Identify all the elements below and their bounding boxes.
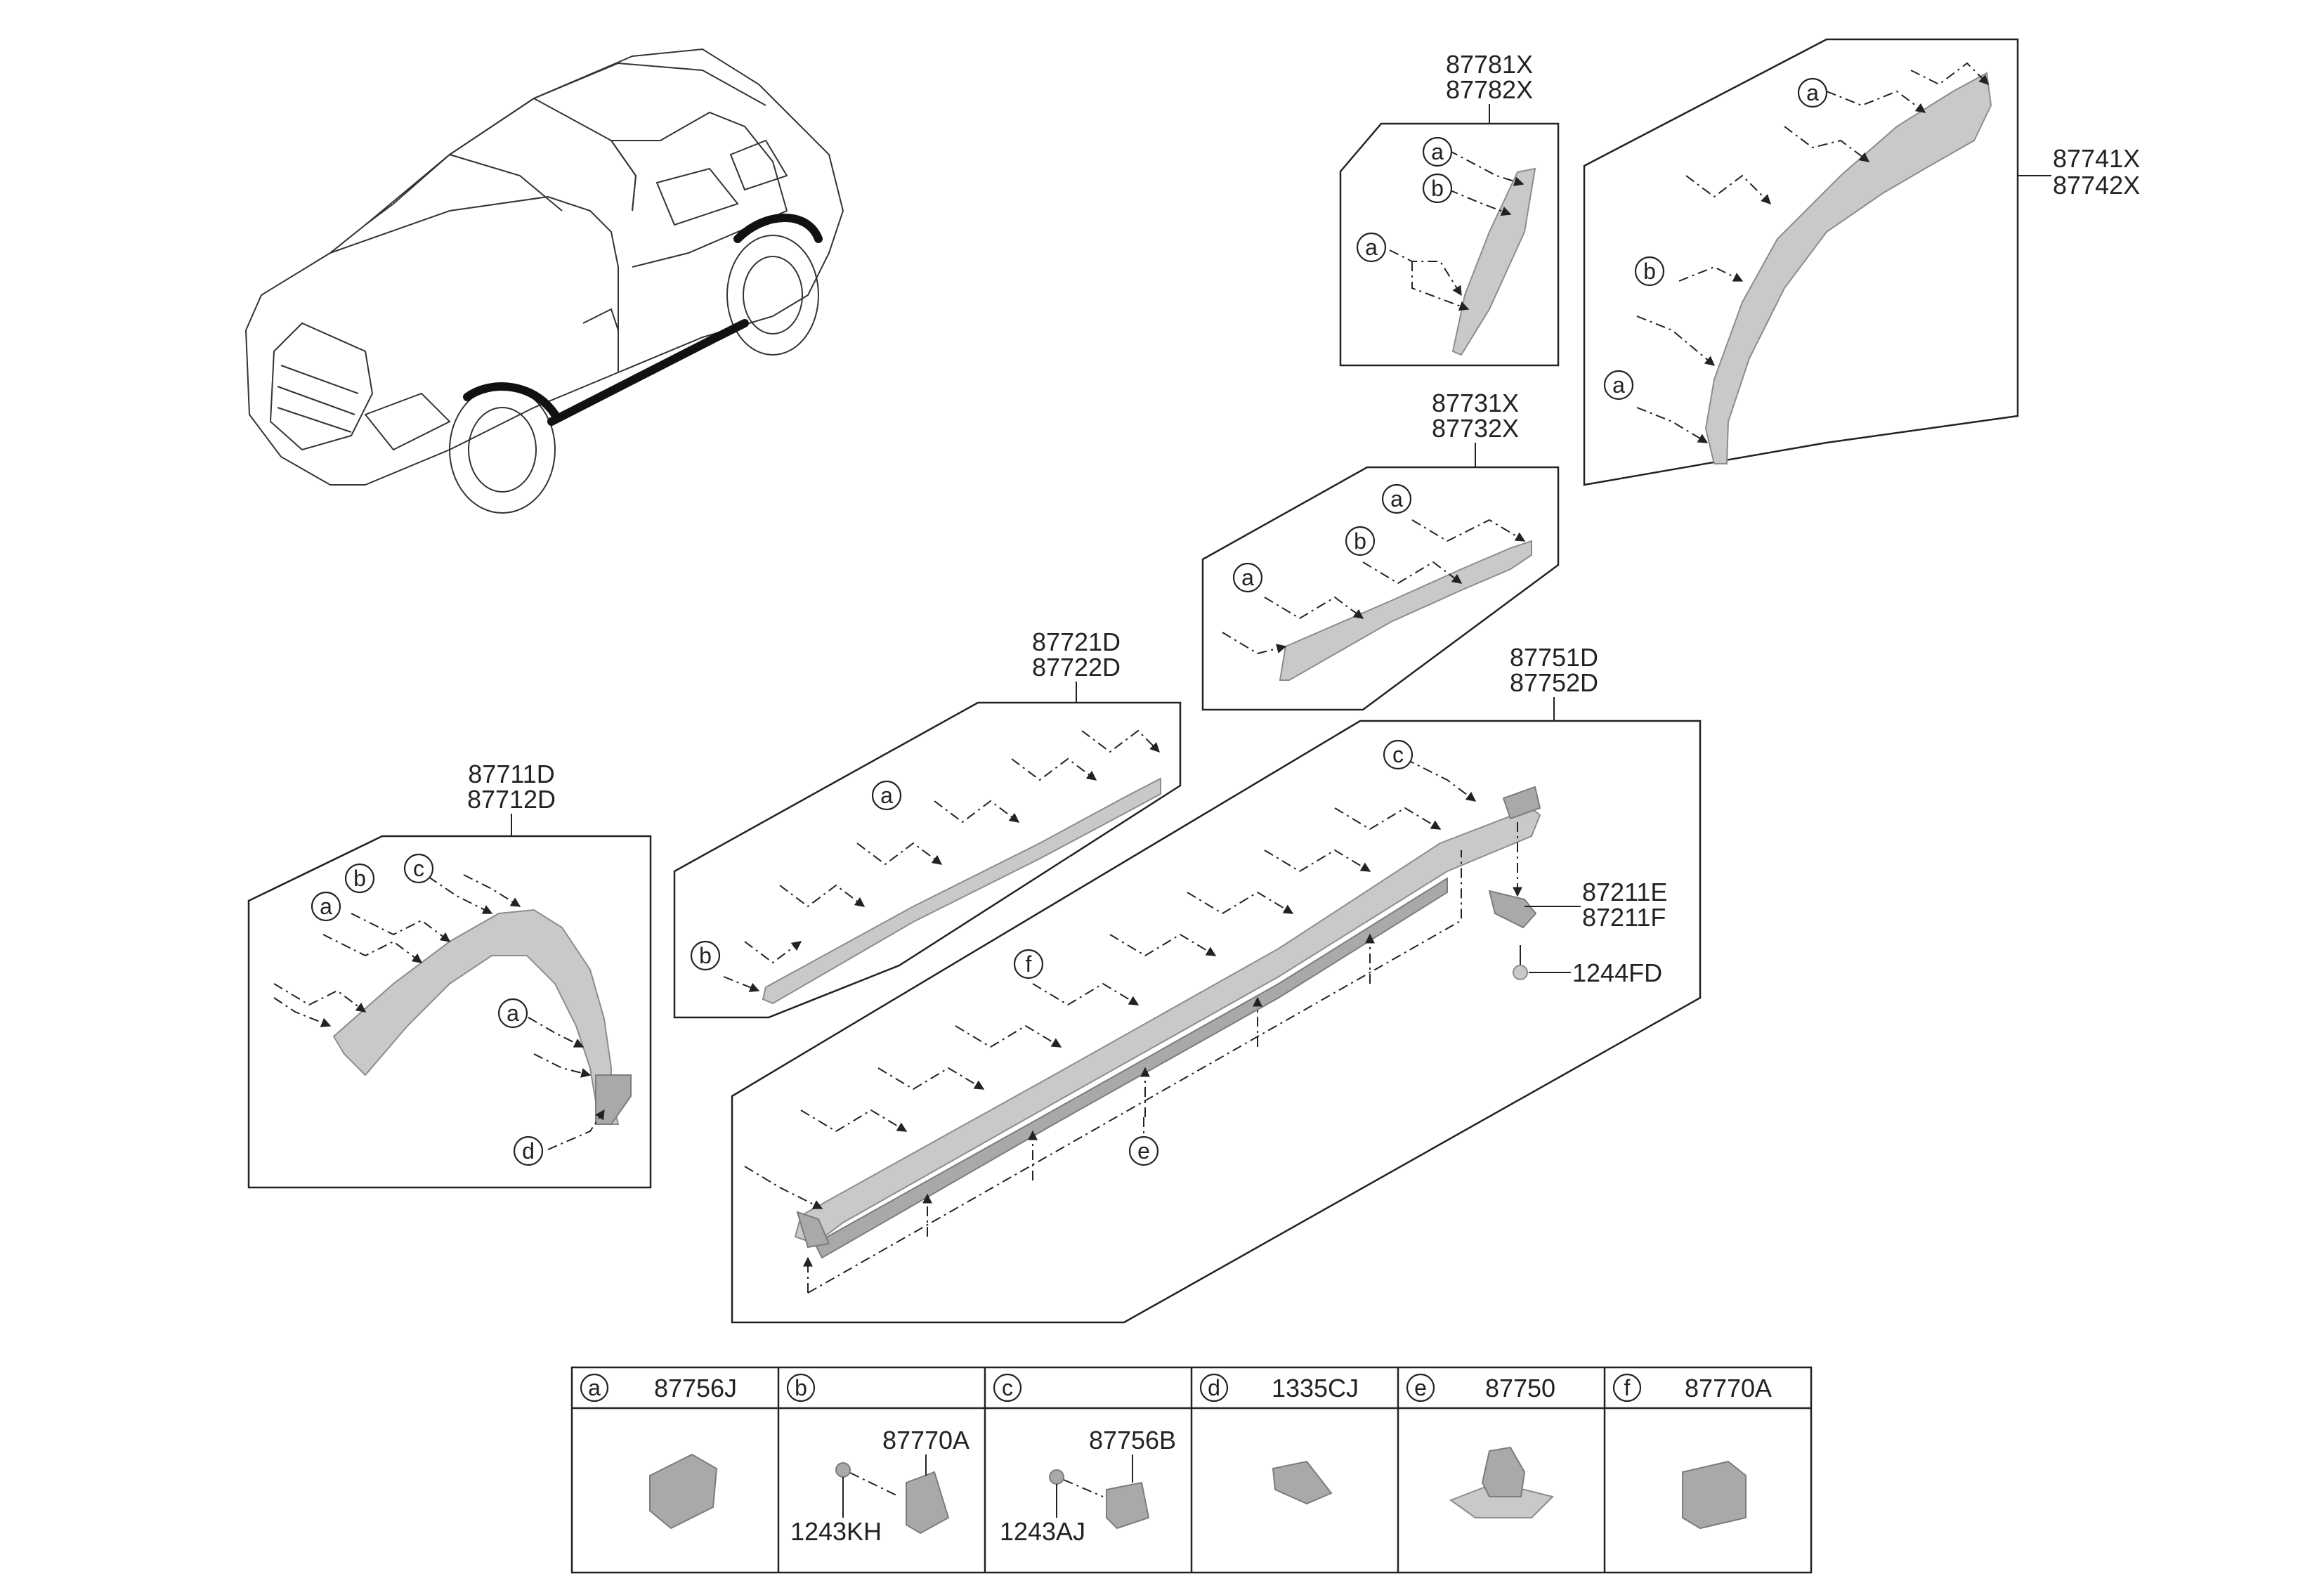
- svg-text:b: b: [1354, 528, 1366, 554]
- svg-text:c: c: [1002, 1375, 1013, 1400]
- svg-text:a: a: [507, 1001, 519, 1026]
- svg-text:a: a: [1806, 80, 1819, 105]
- group-87751d: 87751D 87752D c f e 87211E 87211F: [731, 643, 1702, 1324]
- group-87721d: 87721D 87722D a b: [673, 627, 1182, 1019]
- svg-text:b: b: [795, 1375, 807, 1400]
- svg-text:f: f: [1026, 951, 1032, 977]
- svg-text:a: a: [1431, 139, 1444, 164]
- legend-table: a 87756J b 87770A 1243KH c 87756B 1243AJ: [570, 1366, 1813, 1574]
- svg-text:a: a: [1365, 235, 1378, 260]
- svg-text:a: a: [1390, 486, 1403, 512]
- svg-text:b: b: [1431, 176, 1444, 201]
- group-87711d: 87711D 87712D a b c a d: [247, 760, 652, 1189]
- callout-87751d: 87751D: [1510, 643, 1598, 672]
- vehicle-illustration: [244, 48, 844, 514]
- legend-part-c-87756b: 87756B: [1089, 1426, 1176, 1454]
- legend-code-d: 1335CJ: [1272, 1374, 1359, 1402]
- legend-cell-e: e 87750: [1406, 1373, 1555, 1518]
- svg-text:c: c: [413, 856, 424, 881]
- group-87741x: 87741X 87742X a b a: [1583, 38, 2140, 486]
- svg-text:b: b: [353, 866, 366, 891]
- callout-87732x: 87732X: [1432, 414, 1519, 443]
- callout-87721d: 87721D: [1032, 627, 1121, 656]
- legend-part-b-87770a: 87770A: [882, 1426, 970, 1454]
- svg-text:b: b: [1643, 259, 1656, 284]
- legend-code-a: 87756J: [654, 1374, 737, 1402]
- callout-87722d: 87722D: [1032, 653, 1121, 682]
- legend-part-b-1243kh: 1243KH: [790, 1517, 882, 1546]
- callout-87752d: 87752D: [1510, 668, 1598, 697]
- svg-text:e: e: [1137, 1138, 1150, 1164]
- svg-text:c: c: [1392, 742, 1404, 767]
- callout-87782x: 87782X: [1446, 75, 1533, 104]
- callout-87211e: 87211E: [1582, 878, 1667, 906]
- callout-87741x: 87741X: [2053, 144, 2140, 173]
- legend-cell-c: c 87756B 1243AJ: [993, 1373, 1176, 1546]
- svg-text:f: f: [1624, 1375, 1631, 1400]
- callout-87742x: 87742X: [2053, 171, 2140, 200]
- svg-text:d: d: [1208, 1375, 1220, 1400]
- svg-text:a: a: [320, 894, 332, 919]
- callout-1244fd: 1244FD: [1572, 958, 1662, 987]
- callout-87211f: 87211F: [1582, 903, 1666, 932]
- svg-text:b: b: [699, 943, 712, 968]
- callout-87711d: 87711D: [468, 760, 554, 788]
- svg-text:d: d: [522, 1138, 535, 1164]
- callout-87731x: 87731X: [1432, 389, 1519, 417]
- legend-cell-b: b 87770A 1243KH: [786, 1373, 970, 1546]
- svg-text:a: a: [880, 783, 893, 808]
- svg-text:a: a: [588, 1375, 601, 1400]
- group-87781x: 87781X 87782X a b a: [1339, 50, 1560, 367]
- callout-87781x: 87781X: [1446, 50, 1533, 79]
- legend-part-c-1243aj: 1243AJ: [1000, 1517, 1085, 1546]
- legend-cell-f: f 87770A: [1612, 1373, 1772, 1530]
- svg-text:a: a: [1612, 372, 1625, 398]
- svg-text:a: a: [1241, 565, 1254, 590]
- legend-code-f: 87770A: [1685, 1374, 1772, 1402]
- legend-cell-d: d 1335CJ: [1199, 1373, 1359, 1505]
- legend-cell-a: a 87756J: [580, 1373, 737, 1530]
- callout-87712d: 87712D: [467, 785, 556, 814]
- legend-code-e: 87750: [1485, 1374, 1555, 1402]
- group-87731x: 87731X 87732X a b a: [1201, 389, 1560, 711]
- svg-text:e: e: [1414, 1375, 1427, 1400]
